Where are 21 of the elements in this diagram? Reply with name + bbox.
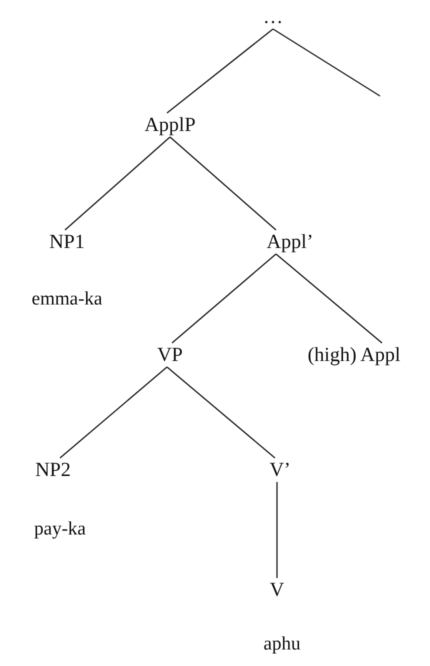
tree-branch-line [276,482,278,578]
tree-node-label: V’ [269,459,291,481]
tree-branch-line [272,28,380,97]
tree-node-label: Appl’ [266,231,314,253]
tree-branch-line [170,136,276,230]
tree-branch-line [276,254,382,344]
tree-node-label: NP1 [49,231,85,253]
tree-branch-line [64,136,170,230]
tree-node-label: V [270,579,284,601]
tree-branch-line [60,366,168,458]
gloss-text: emma-ka [32,290,102,310]
tree-node-label: ApplP [144,114,196,136]
tree-branch-line [166,28,274,114]
tree-branch-line [166,366,276,458]
tree-node-label: … [263,6,283,28]
tree-node-label: (high) Appl [308,344,400,366]
tree-branch-line [172,254,276,344]
gloss-text: pay-ka [34,520,86,540]
tree-node-label: VP [157,344,183,366]
tree-node-label: NP2 [35,459,71,481]
gloss-text: aphu [264,634,300,656]
